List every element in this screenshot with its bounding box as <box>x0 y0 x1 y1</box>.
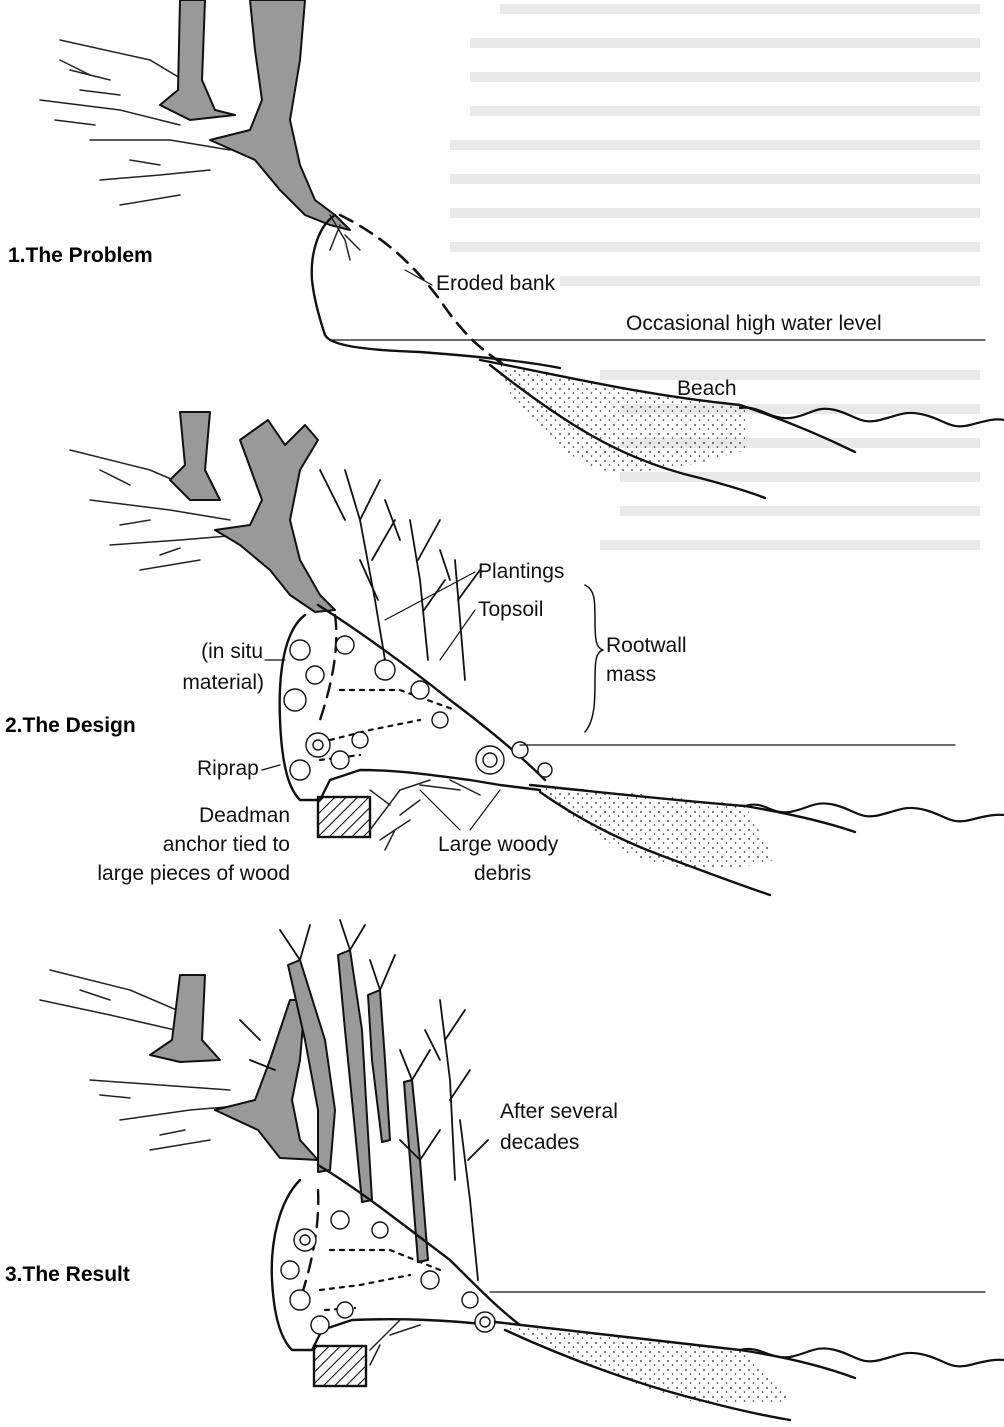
after-several-label-line2: decades <box>500 1131 579 1154</box>
result-trunk-left <box>150 975 220 1062</box>
after-several-label-line1: After several <box>500 1100 618 1123</box>
eroded-bank-label: Eroded bank <box>436 272 556 295</box>
in-situ-label-line2: material) <box>182 671 264 694</box>
deadman-label-line3: large pieces of wood <box>97 862 290 885</box>
problem-title: 1.The Problem <box>8 244 153 267</box>
result-deadman-anchor <box>314 1346 366 1386</box>
panel-result <box>40 920 1004 1420</box>
design-deadman-anchor <box>318 797 370 837</box>
riprap-leader <box>262 765 280 770</box>
rootwall-label-line2: mass <box>606 663 656 686</box>
high-water-label: Occasional high water level <box>626 312 882 335</box>
design-rootwall-outline <box>280 615 540 800</box>
design-roots <box>70 450 240 570</box>
topsoil-label: Topsoil <box>478 598 543 621</box>
result-title: 3.The Result <box>5 1263 130 1286</box>
lwd-label-line2: debris <box>474 862 531 885</box>
topsoil-leader <box>440 610 475 660</box>
design-title: 2.The Design <box>5 714 136 737</box>
lwd-leader-1 <box>420 790 460 830</box>
deadman-label-line2: anchor tied to <box>163 833 290 856</box>
in-situ-label-line1: (in situ <box>201 640 263 663</box>
deadman-label-line1: Deadman <box>199 804 290 827</box>
plantings-label: Plantings <box>478 560 564 583</box>
riprap-label: Riprap <box>197 757 259 780</box>
lwd-label-line1: Large woody <box>438 833 559 856</box>
lwd-leader-2 <box>470 790 500 830</box>
beach-label: Beach <box>677 377 737 400</box>
result-beach-sand <box>500 1325 790 1405</box>
rootwall-label-line1: Rootwall <box>606 634 687 657</box>
design-trunk-main <box>215 420 335 612</box>
problem-trunk-left <box>160 0 235 120</box>
design-trunk-left <box>170 412 220 500</box>
